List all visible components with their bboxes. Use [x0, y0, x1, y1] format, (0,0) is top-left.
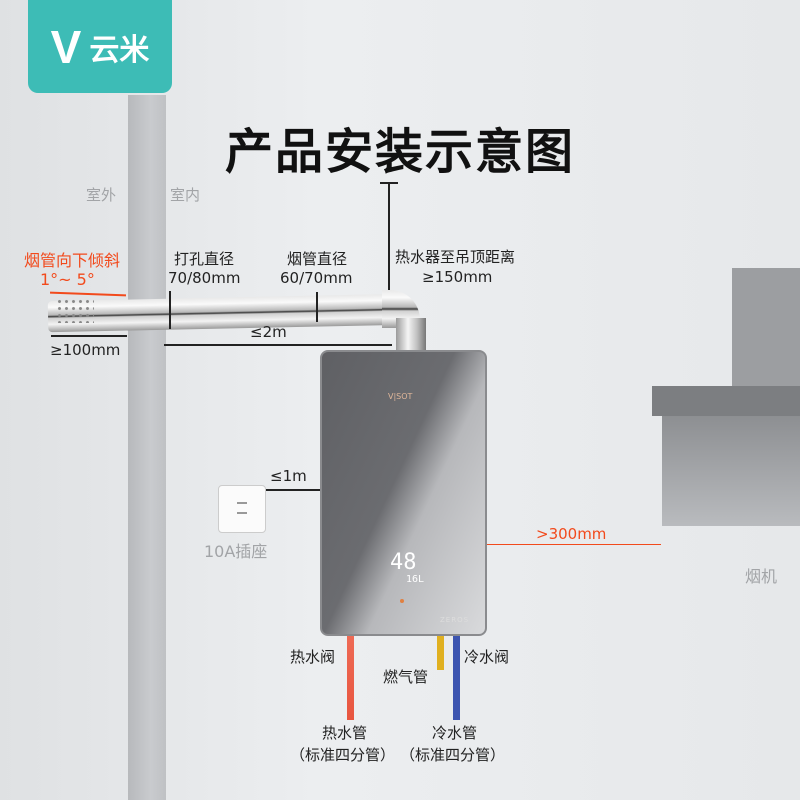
socket-distance: ≤1m: [270, 467, 307, 485]
model-label: ZEROS: [440, 616, 470, 624]
cold-pipe-label: 冷水管: [432, 724, 478, 742]
flue-pipe: [47, 294, 394, 333]
pipe-label: 烟管直径: [287, 250, 348, 268]
gas-pipe: [437, 636, 444, 670]
hot-valve-label: 热水阀: [290, 648, 336, 666]
water-heater: V|SOT 48 16L ZEROS: [320, 350, 487, 636]
slope-range: 1°~ 5°: [40, 270, 95, 289]
ceiling-tick: [380, 182, 398, 184]
ceiling-dimension-line: [388, 182, 390, 290]
outside-length-line: [51, 335, 127, 337]
socket-distance-line: [266, 489, 320, 491]
outside-length: ≥100mm: [50, 341, 121, 359]
ceiling-label: 热水器至吊顶距离: [395, 248, 516, 266]
flow-display: 16L: [406, 574, 424, 585]
length-line: [164, 344, 392, 346]
ceiling-value: ≥150mm: [422, 268, 493, 286]
brand-name: 云米: [89, 32, 150, 68]
gas-pipe-label: 燃气管: [383, 668, 429, 686]
hood-panel: [652, 386, 800, 416]
hole-label: 打孔直径: [174, 250, 235, 268]
hot-pipe-spec: （标准四分管）: [290, 746, 396, 764]
slope-indicator: [49, 291, 127, 297]
page-title: 产品安装示意图: [224, 124, 575, 180]
flue-riser: [396, 318, 426, 352]
socket-label: 10A插座: [204, 542, 268, 561]
hole-value: 70/80mm: [168, 269, 241, 287]
indoor-label: 室内: [170, 186, 201, 204]
cold-water-pipe: [453, 636, 460, 720]
pipe-dimension-line: [316, 292, 318, 322]
slope-label: 烟管向下倾斜: [24, 251, 121, 270]
cold-pipe-spec: （标准四分管）: [400, 746, 506, 764]
flow-value: 16: [406, 574, 419, 585]
hood-distance-line: [487, 544, 661, 545]
hood-body: [662, 416, 800, 526]
cold-valve-label: 冷水阀: [464, 648, 510, 666]
hot-water-pipe: [347, 636, 354, 720]
outdoor-label: 室外: [86, 186, 117, 204]
hood-chimney: [732, 268, 800, 388]
logo-mark: V: [50, 20, 82, 73]
hood-distance: >300mm: [536, 525, 607, 543]
vent-holes: [56, 298, 94, 323]
flow-unit: L: [418, 574, 425, 585]
flue-length: ≤2m: [250, 323, 287, 341]
brand-logo: V 云米: [28, 0, 172, 93]
temperature-display: 48: [390, 550, 417, 575]
socket-icon: [237, 502, 247, 514]
wall: [128, 95, 166, 800]
hood-label: 烟机: [745, 567, 778, 586]
range-hood: [652, 268, 800, 558]
power-button[interactable]: [400, 599, 404, 603]
hole-dimension-line: [169, 291, 171, 329]
power-socket: [218, 485, 266, 533]
pipe-value: 60/70mm: [280, 269, 353, 287]
heater-logo: V|SOT: [388, 392, 413, 401]
hot-pipe-label: 热水管: [322, 724, 368, 742]
